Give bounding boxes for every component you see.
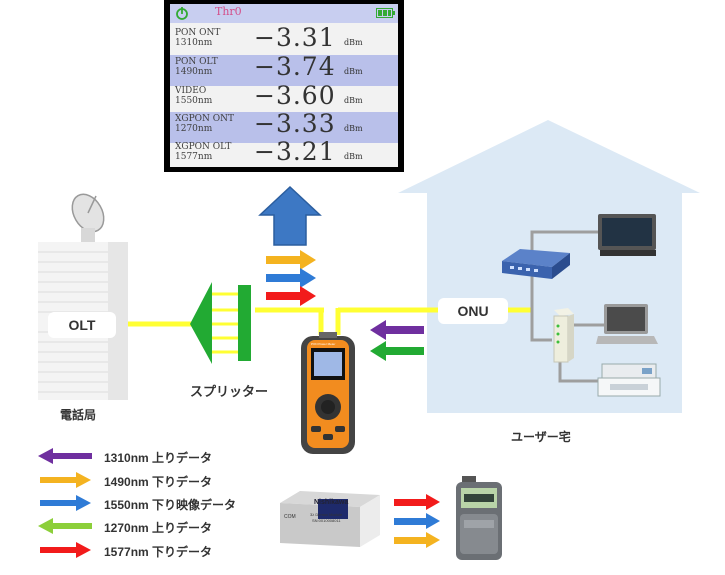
olt-label: OLT <box>48 312 116 338</box>
output-arrows <box>394 494 440 548</box>
row-name: XGPON OLT <box>175 142 232 152</box>
legend-item: 1270nm 上りデータ <box>104 521 213 535</box>
onu-device-icon <box>553 308 574 363</box>
row-value: −3.31 <box>254 23 336 52</box>
row-name: PON OLT <box>175 57 218 67</box>
onu-label: ONU <box>438 298 508 324</box>
legend-item: 1490nm 下りデータ <box>104 475 213 489</box>
row-wavelength: 1310nm <box>175 38 213 48</box>
row-value: −3.60 <box>254 81 336 110</box>
row-unit: dBm <box>344 38 363 47</box>
central-office-label: 電話局 <box>60 408 97 422</box>
legend-item: 1310nm 上りデータ <box>104 451 213 465</box>
module-line1: 3λ Demux Module <box>310 512 343 517</box>
meter-brand-label: PON Power Meter <box>311 342 336 346</box>
demux-module <box>280 491 380 547</box>
router-icon <box>502 249 570 279</box>
row-unit: dBm <box>344 67 363 76</box>
screen-title-bar <box>170 4 398 23</box>
module-line2: SN:0010008011 <box>312 518 341 523</box>
row-name: VIDEO <box>175 86 207 96</box>
row-wavelength: 1577nm <box>175 152 213 162</box>
row-wavelength: 1490nm <box>175 67 213 77</box>
central-office-building <box>38 193 128 400</box>
splitter <box>190 282 251 364</box>
row-unit: dBm <box>344 96 363 105</box>
power-icon <box>176 7 188 20</box>
row-value: −3.74 <box>254 52 336 81</box>
upstream-arrows <box>370 320 424 361</box>
handheld-meter <box>456 476 502 560</box>
splitter-label: スプリッター <box>190 384 269 399</box>
row-unit: dBm <box>344 152 363 161</box>
battery-icon <box>376 8 395 18</box>
row-name: XGPON ONT <box>175 114 235 124</box>
module-com-label: COM <box>284 514 296 520</box>
row-wavelength: 1270nm <box>175 124 213 134</box>
module-brand: Nishikawa <box>314 499 349 506</box>
row-value: −3.21 <box>254 137 336 166</box>
row-name: PON ONT <box>175 28 221 38</box>
row-value: −3.33 <box>254 109 336 138</box>
screen-title: Thr0 <box>215 5 242 18</box>
pon-power-meter <box>301 332 355 454</box>
laptop-icon <box>596 304 658 344</box>
legend-item: 1550nm 下り映像データ <box>104 498 237 512</box>
legend-item: 1577nm 下りデータ <box>104 545 213 559</box>
row-wavelength: 1550nm <box>175 96 213 106</box>
user-home-label: ユーザー宅 <box>511 430 571 444</box>
row-unit: dBm <box>344 124 363 133</box>
printer-icon <box>597 363 661 397</box>
downstream-arrows <box>266 250 316 306</box>
legend-arrows <box>38 448 92 558</box>
tv-icon <box>598 214 656 256</box>
up-arrow-icon <box>258 185 322 246</box>
